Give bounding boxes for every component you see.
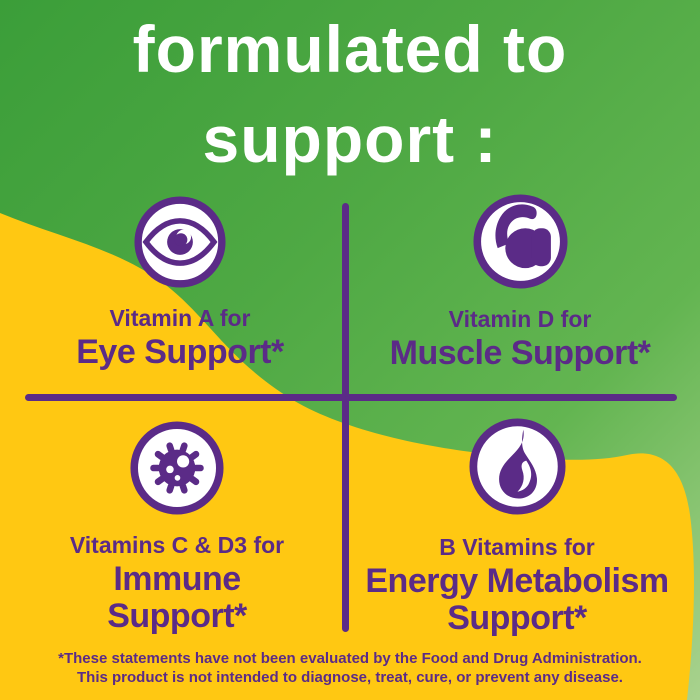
immune-main-line2: Support* [107,597,247,635]
headline-line1: formulated to [132,12,568,86]
quadrant-immune-support: Vitamins C & D3 for Immune Support* [17,421,337,635]
immune-main-label: Immune Support* [17,561,337,635]
eye-icon [134,196,226,288]
muscle-main-label: Muscle Support* [389,334,651,372]
virus-icon [130,421,224,515]
energy-main-line2: Support* [447,599,587,637]
muscle-icon [472,194,568,289]
divider-horizontal [25,394,677,401]
energy-main-line1: Energy Metabolism [365,562,669,600]
energy-pre-label: B Vitamins for [439,534,595,560]
divider-vertical [342,203,349,632]
quadrant-energy-support: B Vitamins for Energy Metabolism Support… [357,418,677,637]
eye-pre-label: Vitamin A for [109,305,251,331]
headline-line2: support : [202,102,498,176]
disclaimer-line1: *These statements have not been evaluate… [58,650,642,667]
immune-pre-label: Vitamins C & D3 for [69,532,285,558]
quadrant-eye-support: Vitamin A for Eye Support* [20,196,340,371]
fda-disclaimer: *These statements have not been evaluate… [0,650,700,687]
flame-icon [468,418,566,515]
muscle-pre-label: Vitamin D for [448,306,592,332]
eye-main-label: Eye Support* [76,333,284,371]
disclaimer-line2: This product is not intended to diagnose… [77,668,623,686]
energy-main-label: Energy Metabolism Support* [357,563,677,637]
quadrant-muscle-support: Vitamin D for Muscle Support* [360,194,680,372]
headline: formulated to support : [0,4,700,184]
immune-main-line1: Immune [113,560,241,598]
